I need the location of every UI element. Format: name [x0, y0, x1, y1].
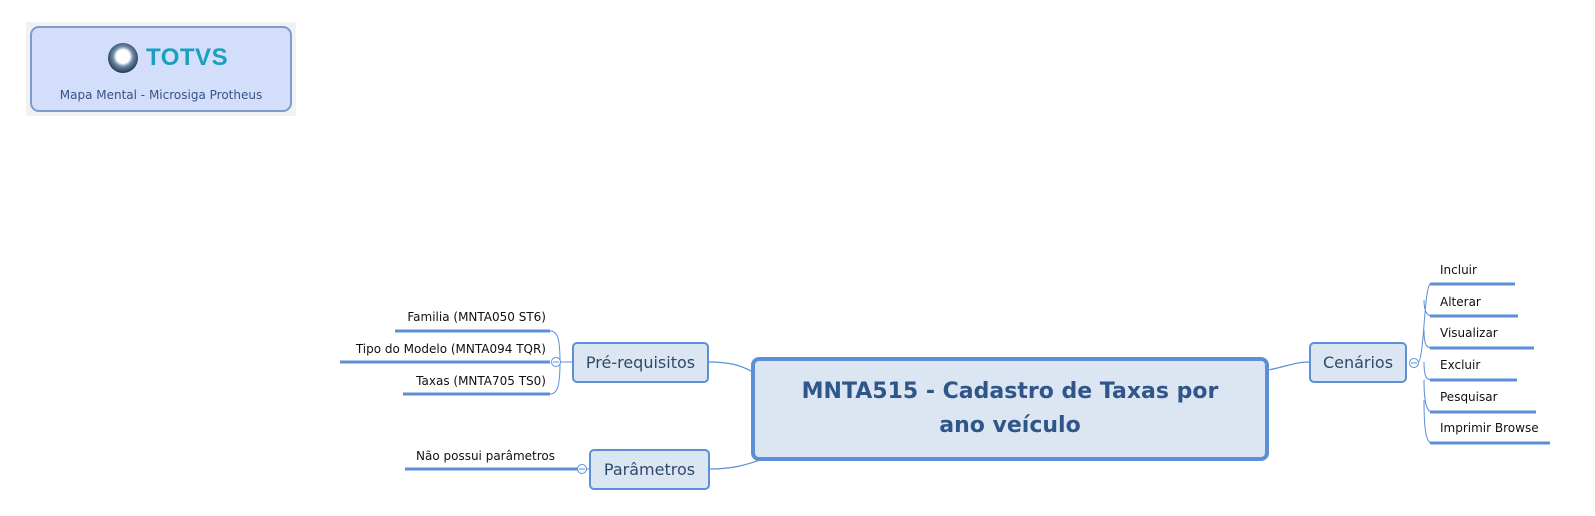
subtopic-visualizar[interactable]: Visualizar	[1440, 326, 1498, 340]
topic-cenarios[interactable]: Cenários	[1309, 342, 1407, 383]
central-title: MNTA515 - Cadastro de Taxas por ano veíc…	[801, 379, 1219, 438]
subtopic-nao-possui[interactable]: Não possui parâmetros	[416, 449, 556, 463]
brand-name: TOTVS	[146, 44, 229, 71]
topic-label: Cenários	[1322, 353, 1394, 372]
logo-subtitle: Mapa Mental - Microsiga Protheus	[59, 88, 263, 102]
subtopic-pesquisar[interactable]: Pesquisar	[1440, 390, 1498, 404]
subtopic-tipo-modelo[interactable]: Tipo do Modelo (MNTA094 TQR)	[355, 342, 546, 356]
logo-panel: TOTVS Mapa Mental - Microsiga Protheus	[26, 22, 296, 116]
subtopic-imprimir-browse[interactable]: Imprimir Browse	[1440, 421, 1539, 435]
totvs-logo: TOTVS	[108, 43, 228, 73]
subtopic-taxas[interactable]: Taxas (MNTA705 TS0)	[416, 374, 546, 388]
topic-prerequisitos[interactable]: Pré-requisitos	[572, 342, 709, 383]
subtopic-incluir[interactable]: Incluir	[1440, 263, 1477, 277]
central-topic[interactable]: MNTA515 - Cadastro de Taxas por ano veíc…	[751, 357, 1269, 461]
subtopic-alterar[interactable]: Alterar	[1440, 295, 1481, 309]
globe-icon	[108, 43, 138, 73]
topic-label: Parâmetros	[603, 460, 696, 479]
topic-parametros[interactable]: Parâmetros	[589, 449, 710, 490]
topic-label: Pré-requisitos	[585, 353, 696, 372]
subtopic-excluir[interactable]: Excluir	[1440, 358, 1481, 372]
subtopic-familia[interactable]: Familia (MNTA050 ST6)	[407, 310, 546, 324]
